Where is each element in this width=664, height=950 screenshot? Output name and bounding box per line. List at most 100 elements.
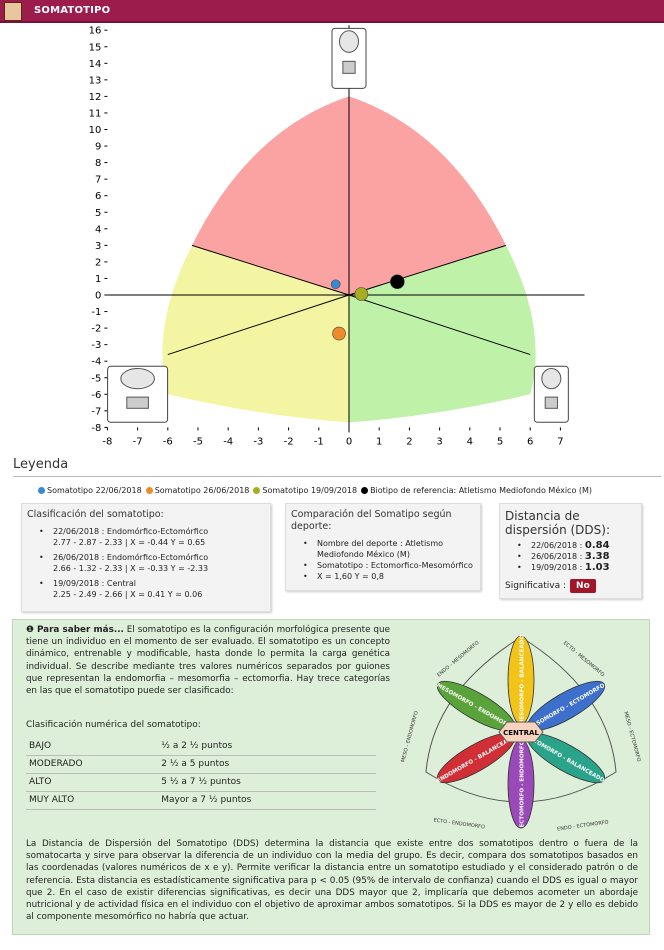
y-tick-label: 8 [95,158,101,169]
legend-dot-icon [253,487,261,494]
dds-explanation: La Distancia de Dispersión del Somatotip… [26,839,638,923]
legend-title: Leyenda [13,457,69,472]
info-lead: Para saber más... [36,625,124,635]
x-tick-label: 0 [346,436,352,447]
table-cell: ½ a 2 ½ puntos [158,737,376,756]
table-cell: 2 ½ a 5 puntos [158,755,376,774]
classification-values: 2.77 - 2.87 - 2.33 | X = -0.44 Y = 0.65 [53,538,206,547]
silhouette-hips [544,396,558,409]
y-tick-label: -8 [91,423,101,434]
classification-title: Clasificación del somatotipo: [27,509,164,520]
dds-value: 1.03 [584,562,610,573]
division-line [167,294,350,356]
classification-values: 2.25 - 2.49 - 2.66 | X = 0.41 Y = 0.06 [53,590,203,599]
dds-value: 0.84 [584,540,610,551]
sport-name: Nombre del deporte : Atletismo [317,539,444,548]
arc-label: ENDO - ECTOMORFO [557,819,609,832]
dds-date: 22/06/2018 : [531,541,583,550]
silhouette-torso [120,368,155,390]
silhouette-hips [126,396,149,409]
info-panel: ❶ Para saber más... El somatotipo es la … [12,619,650,935]
x-tick-label: 4 [467,436,473,447]
dds-panel: Distancia de dispersión (DDS): 22/06/201… [499,503,642,599]
endomorph-region [162,245,349,423]
classification-panel: Clasificación del somatotipo: 22/06/2018… [21,503,271,612]
y-tick-label: 10 [89,125,102,136]
y-tick-label: -4 [91,357,101,368]
header-bar: SOMATOTIPO [0,0,664,23]
petal-label: ENDOMORFO - BALANCEADO [436,734,517,784]
y-tick-label: 14 [89,59,102,70]
y-tick-label: -7 [91,406,101,417]
mesomorph-silhouette-icon [331,27,367,89]
legend-item: Somatotipo 19/09/2018 [253,486,357,495]
x-tick-label: -5 [193,436,203,447]
dds-item: 26/06/2018 : 3.38 [505,551,636,562]
x-tick-label: 5 [497,436,503,447]
significance-badge: No [570,579,596,593]
silhouette-hips [342,60,356,74]
central-label: CENTRAL [503,729,539,737]
chart-point [330,279,341,290]
y-tick-label: 4 [95,224,101,235]
comparison-panel: Comparación del Somatipo según deporte: … [285,503,481,591]
y-tick-label: -6 [91,390,101,401]
page-title: SOMATOTIPO [34,5,111,16]
x-tick-label: 2 [406,436,412,447]
table-cell: MUY ALTO [26,791,159,810]
table-cell: Mayor a 7 ½ puntos [158,791,376,810]
x-tick-label: -7 [133,436,143,447]
y-tick-label: 2 [95,257,101,268]
classification-line: 22/06/2018 : Endomórfico-Ectomórfico [53,527,209,536]
arc-label: MESO - ECTOMORFO [622,711,641,763]
y-tick-label: -5 [91,373,101,384]
legend-label: Biotipo de referencia: Atletismo Mediofo… [370,486,593,495]
classification-numeric-title: Clasificación numérica del somatotipo: [26,720,201,730]
y-tick-label: 16 [89,26,102,37]
y-tick-label: 15 [89,42,102,53]
dds-title: Distancia de dispersión (DDS): [505,509,610,537]
y-tick-label: -2 [91,324,101,335]
table-cell: MODERADO [26,755,159,774]
classification-values: 2.66 - 1.32 - 2.33 | X = -0.33 Y = -2.33 [53,564,209,573]
legend-label: Somatotipo 22/06/2018 [47,486,142,495]
x-tick-label: -8 [102,436,112,447]
y-tick-label: 6 [95,191,101,202]
chart-point [354,287,369,301]
classification-line: 26/06/2018 : Endomórfico-Ectomórfico [53,553,209,562]
significance-label: Significativa : [505,581,567,591]
petal-label: ECTOMORFO - ENDOMORFO [520,740,526,827]
ectomorph-silhouette-icon [533,365,569,423]
y-tick-label: 7 [95,175,101,186]
dds-item: 19/09/2018 : 1.03 [505,562,636,573]
legend-item: Somatotipo 22/06/2018 [38,486,142,495]
legend-label: Somatotipo 19/09/2018 [262,486,358,495]
silhouette-torso [541,368,562,390]
y-tick-label: 13 [89,75,102,86]
petal-label: MESOMORFO - BALANCEADO [520,635,526,726]
arc-label: ENDO - MESOMORFO [436,640,480,679]
dds-date: 26/06/2018 : [531,552,583,561]
arc-label: MESO - ENDOMORFO [400,710,419,763]
x-tick-label: -1 [314,436,324,447]
x-tick-label: -2 [284,436,294,447]
legend-item: Somatotipo 26/06/2018 [145,486,249,495]
arc-label: ECTO - ENDOMORFO [433,817,485,830]
dds-date: 19/09/2018 : [531,563,583,572]
legend-item: Biotipo de referencia: Atletismo Mediofo… [361,486,592,495]
dds-value: 3.38 [584,551,610,562]
crest-logo-icon [4,2,22,21]
sport-name-cont: Mediofondo México (M) [317,550,410,559]
y-tick-label: 1 [95,274,101,285]
y-tick-label: 12 [89,92,102,103]
y-tick-label: -3 [91,340,101,351]
info-text: El somatotipo es la configuración morfol… [26,625,390,697]
legend-dot-icon [145,487,153,494]
y-tick-label: 0 [95,291,101,302]
comparison-somatotype: Somatotipo : Ectomorfico-Mesomórfico [291,560,475,571]
